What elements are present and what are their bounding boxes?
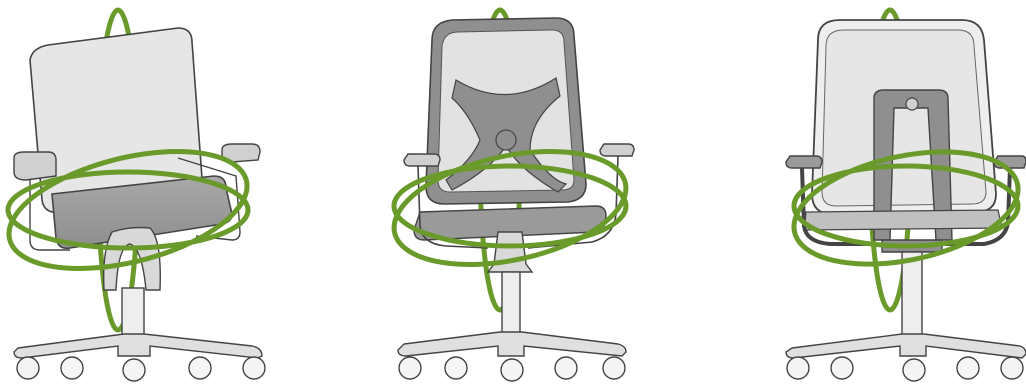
chair-gas-lift	[122, 288, 144, 336]
chair-armrest-left	[404, 154, 440, 166]
chair-tilted-illustration	[0, 0, 320, 384]
chair-gas-lift	[902, 252, 922, 338]
chair-backrest-inner	[822, 30, 986, 206]
chair-backrest-adjuster	[906, 98, 918, 110]
chair-frame-back-illustration	[706, 0, 1026, 384]
chair-armrest-left	[786, 156, 822, 168]
chair-panel-tilted	[0, 0, 320, 384]
chair-mesh-back-illustration	[360, 0, 680, 384]
chair-base	[398, 332, 626, 356]
chair-base	[14, 334, 262, 358]
chair-casters	[399, 357, 625, 381]
chair-casters	[17, 357, 265, 381]
chair-casters	[787, 357, 1023, 381]
chair-seat-plate	[804, 210, 1002, 230]
chair-base	[786, 334, 1026, 358]
chair-mechanism	[488, 232, 532, 272]
chair-gas-lift	[502, 272, 520, 334]
chair-panel-mesh-back	[360, 0, 680, 384]
chair-armrest-right	[600, 144, 634, 156]
chair-panel-frame-back	[706, 0, 1026, 384]
chair-armrest-left	[14, 152, 56, 180]
chair-backrest-hub	[496, 130, 516, 150]
